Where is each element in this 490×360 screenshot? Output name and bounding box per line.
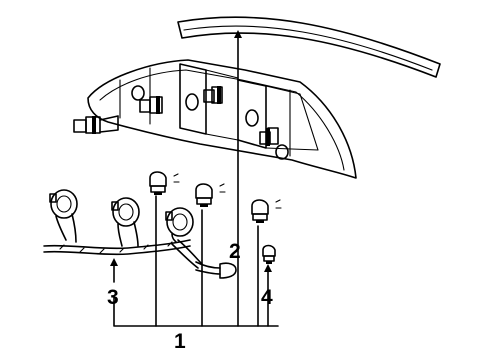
harness-socket	[49, 189, 78, 243]
housing-socket	[259, 127, 279, 146]
harness-socket	[165, 207, 194, 243]
callout-3: 3	[107, 286, 119, 309]
bulb	[262, 244, 276, 264]
callout-2: 2	[229, 240, 241, 263]
callout-1: 1	[174, 330, 186, 353]
tail-lamp-housing	[73, 59, 357, 179]
housing-socket	[73, 115, 119, 134]
harness-socket	[111, 197, 140, 247]
bulb	[195, 183, 226, 207]
housing-socket	[203, 86, 223, 104]
wiring-harness	[43, 189, 237, 279]
bulb	[149, 171, 180, 195]
molding-strip	[177, 16, 441, 78]
housing-socket	[139, 96, 163, 114]
harness-end-plug	[219, 262, 237, 279]
callout-4: 4	[261, 286, 273, 309]
bulb	[251, 199, 282, 223]
leader-lines	[110, 30, 279, 327]
